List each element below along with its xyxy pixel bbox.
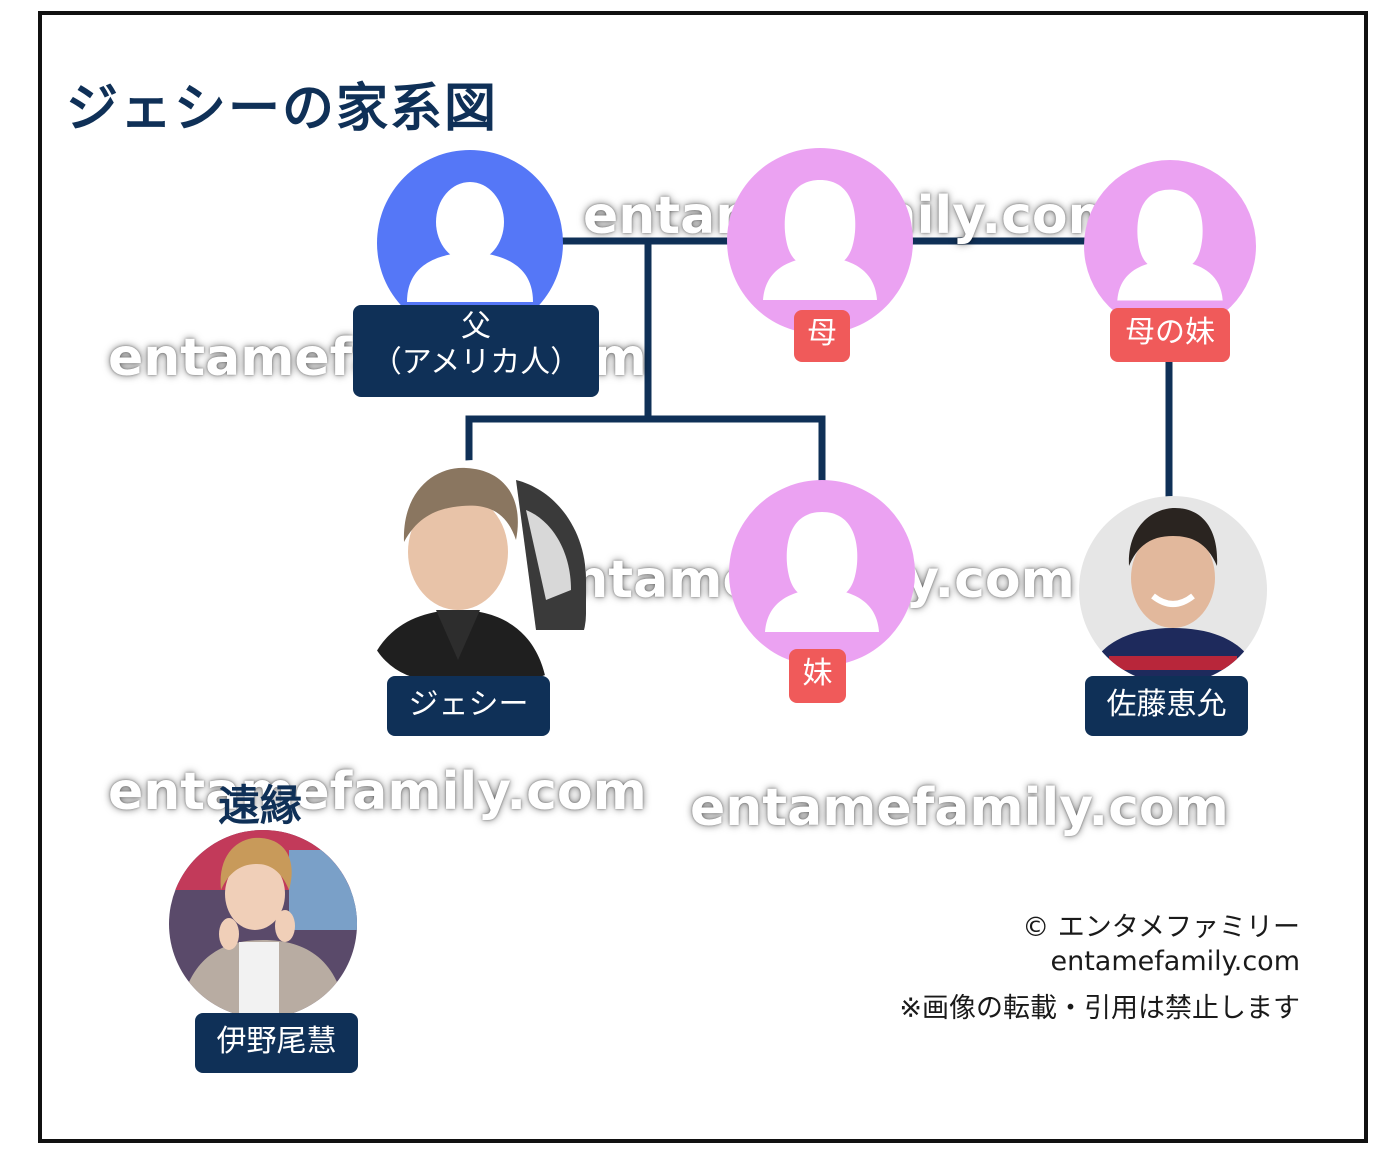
- jesse-label: ジェシー: [387, 676, 550, 736]
- sato-photo: [1079, 496, 1267, 684]
- mothers-sister-avatar: [1084, 160, 1256, 332]
- mothers-sister-label: 母の妹: [1110, 308, 1230, 362]
- father-label-line1: 父: [461, 309, 491, 344]
- credit-line-site: entamefamily.com: [1050, 946, 1301, 977]
- ino-photo: [169, 830, 357, 1018]
- female-silhouette-icon: [765, 512, 879, 632]
- watermark: entamefamily.com: [108, 762, 647, 822]
- sato-label: 佐藤恵允: [1085, 676, 1248, 736]
- female-silhouette-icon: [1117, 189, 1223, 301]
- mother-avatar: [727, 148, 913, 334]
- credit-line-notice: ※画像の転載・引用は禁止します: [899, 993, 1300, 1024]
- father-label-line2: （アメリカ人）: [371, 345, 581, 380]
- jesse-photo: [366, 460, 586, 680]
- page-title: ジェシーの家系図: [66, 79, 499, 139]
- mother-label: 母: [794, 310, 850, 362]
- ino-label: 伊野尾慧: [195, 1013, 358, 1073]
- father-label: 父 （アメリカ人）: [353, 305, 599, 397]
- male-silhouette-icon: [407, 182, 533, 302]
- jesse-photo-illustration: [366, 460, 586, 680]
- sister-label: 妹: [789, 649, 846, 703]
- distant-relative-heading: 遠縁: [218, 781, 303, 830]
- credit-line-copyright: © エンタメファミリー: [1022, 912, 1300, 943]
- sato-photo-illustration: [1079, 496, 1267, 684]
- sister-avatar: [729, 480, 915, 666]
- female-silhouette-icon: [763, 180, 877, 300]
- watermark: entamefamily.com: [690, 778, 1229, 838]
- ino-photo-illustration: [169, 830, 357, 1018]
